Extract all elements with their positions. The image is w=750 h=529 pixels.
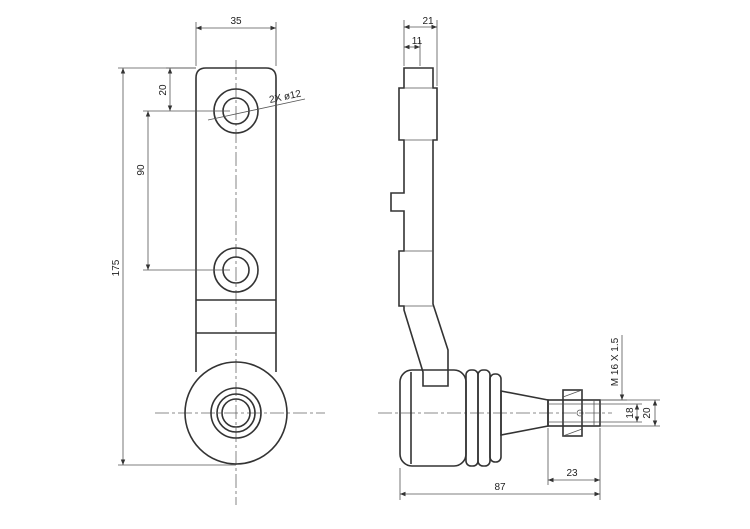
- dim-side-width-21: 21: [422, 16, 434, 27]
- roller-hub: [210, 387, 262, 439]
- side-dimensions: 21 11 M 16 X 1.5 18 20 23 87: [399, 16, 660, 500]
- side-roller-rib-3: [489, 373, 502, 463]
- side-shaft-pin-hole: [576, 409, 584, 417]
- dim-thread-spec: M 16 X 1.5: [610, 337, 621, 386]
- side-nut: [562, 389, 583, 437]
- side-threaded-shaft: [547, 399, 601, 427]
- dim-shaft-dia-18: 18: [625, 407, 636, 419]
- side-view: [378, 67, 612, 467]
- side-arm-profile: [390, 67, 449, 387]
- roller-bore-inner: [221, 398, 251, 428]
- dim-shaft-length-23: 23: [566, 468, 578, 479]
- dim-hole-offset-20: 20: [158, 84, 169, 96]
- dim-hole-spacing-90: 90: [136, 164, 147, 176]
- side-roller-rib-2: [477, 369, 491, 467]
- front-dimensions: 35 175 90 20 2X ø12: [111, 16, 306, 466]
- arm-outline: [195, 67, 277, 372]
- roller-outer: [184, 361, 288, 465]
- dim-width-35: 35: [230, 16, 242, 27]
- dim-side-offset-11: 11: [412, 36, 423, 47]
- side-roller-rib-1: [465, 369, 479, 467]
- side-roller-body: [399, 369, 467, 467]
- dim-overall-length-87: 87: [494, 482, 506, 493]
- dim-height-175: 175: [111, 259, 122, 276]
- roller-bore-outer: [216, 393, 256, 433]
- dim-shaft-dia-20: 20: [642, 407, 653, 419]
- front-view: [155, 60, 325, 505]
